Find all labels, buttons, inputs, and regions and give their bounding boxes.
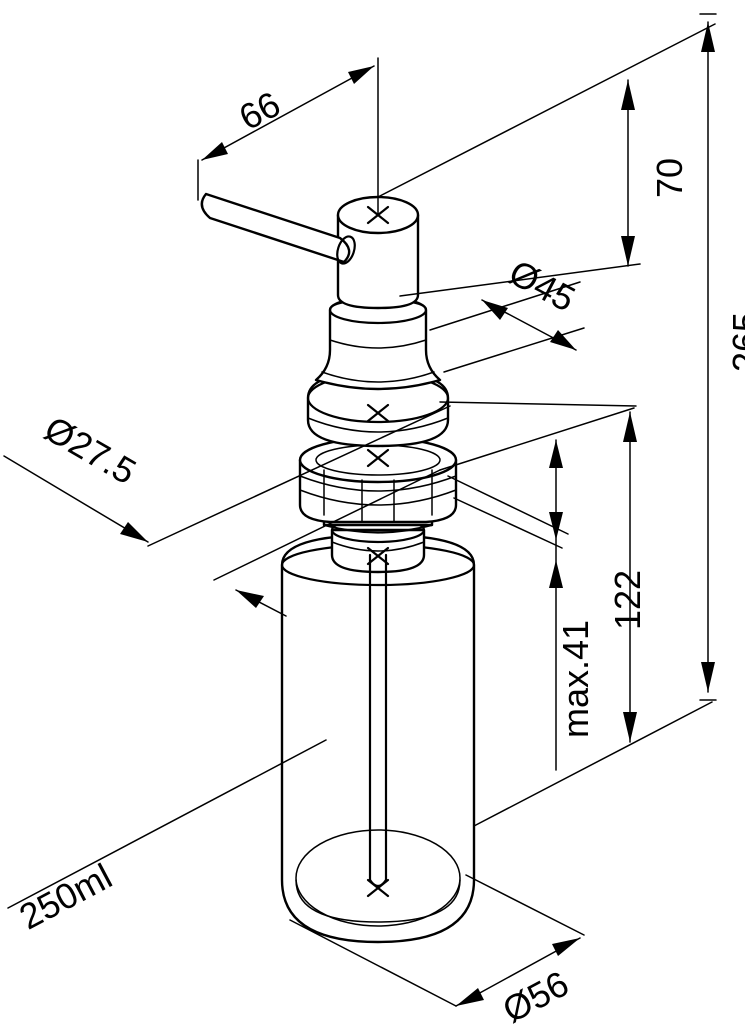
mounting-nut (298, 436, 458, 524)
dimension-lines (3, 13, 717, 1007)
label-head-height: 70 (649, 158, 690, 198)
label-max-thickness: max.41 (555, 620, 596, 738)
label-spout-length: 66 (232, 83, 287, 138)
spout (200, 192, 356, 265)
dispenser-outline (200, 57, 476, 944)
pump-body (314, 295, 442, 391)
label-thread-diameter: Ø27.5 (38, 408, 143, 493)
label-collar-diameter: Ø45 (503, 251, 582, 319)
label-bottle-volume: 250ml (13, 855, 119, 937)
label-under-counter-height: 122 (607, 570, 648, 630)
bottle (280, 533, 476, 944)
label-bottle-diameter: Ø56 (496, 963, 575, 1025)
label-total-height: 265 (725, 312, 745, 372)
center-marks (366, 205, 390, 898)
